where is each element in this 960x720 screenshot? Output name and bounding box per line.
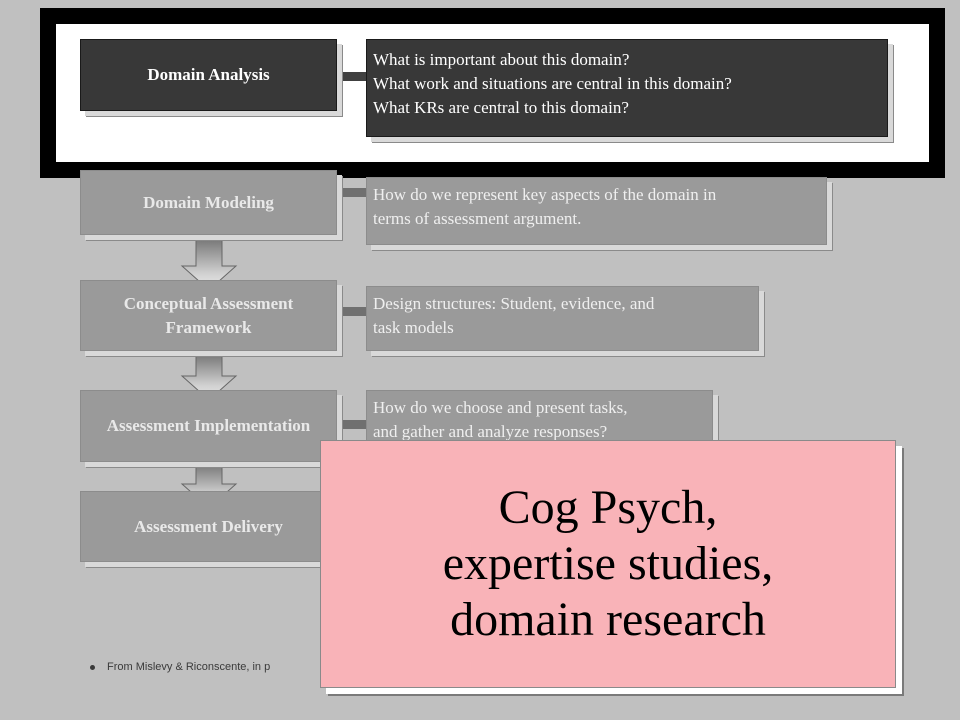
desc-line: How do we choose and present tasks, (373, 398, 628, 417)
desc-line: What work and situations are central in … (373, 74, 732, 93)
desc-line: task models (373, 318, 454, 337)
arrow-modeling-to-caf (180, 233, 238, 291)
stage-label: Domain Analysis (147, 65, 270, 84)
desc-line: How do we represent key aspects of the d… (373, 185, 717, 204)
footnote-text: From Mislevy & Riconscente, in p (107, 661, 271, 673)
connector-implementation (336, 420, 368, 429)
connector-modeling (336, 188, 368, 197)
stage-domain-analysis: Domain Analysis (80, 39, 337, 111)
desc-domain-modeling: How do we represent key aspects of the d… (366, 177, 827, 245)
stage-label: Conceptual Assessment Framework (123, 293, 294, 337)
bullet-icon (90, 664, 95, 670)
callout-line: domain research (450, 593, 766, 646)
desc-line: Design structures: Student, evidence, an… (373, 294, 655, 313)
desc-caf: Design structures: Student, evidence, an… (366, 286, 759, 351)
stage-label: Domain Modeling (143, 192, 274, 212)
desc-line: What is important about this domain? (373, 50, 630, 69)
stage-label: Assessment Delivery (134, 516, 283, 536)
stage-assessment-delivery: Assessment Delivery (80, 491, 337, 562)
stage-domain-modeling: Domain Modeling (80, 170, 337, 235)
stage-assessment-implementation: Assessment Implementation (80, 390, 337, 462)
callout-line: Cog Psych, (498, 481, 718, 534)
source-footnote: From Mislevy & Riconscente, in p (90, 661, 270, 673)
desc-line: terms of assessment argument. (373, 209, 582, 228)
desc-line: and gather and analyze responses? (373, 422, 608, 441)
connector-analysis (336, 72, 368, 81)
stage-conceptual-assessment-framework: Conceptual Assessment Framework (80, 280, 337, 351)
desc-domain-analysis: What is important about this domain? Wha… (366, 39, 888, 137)
arrow-caf-to-implementation (180, 349, 238, 401)
callout-line: expertise studies, (442, 537, 774, 590)
stage-label: Assessment Implementation (106, 416, 311, 435)
connector-caf (336, 307, 368, 316)
callout-box: Cog Psych, expertise studies, domain res… (320, 440, 896, 688)
desc-line: What KRs are central to this domain? (373, 98, 629, 117)
